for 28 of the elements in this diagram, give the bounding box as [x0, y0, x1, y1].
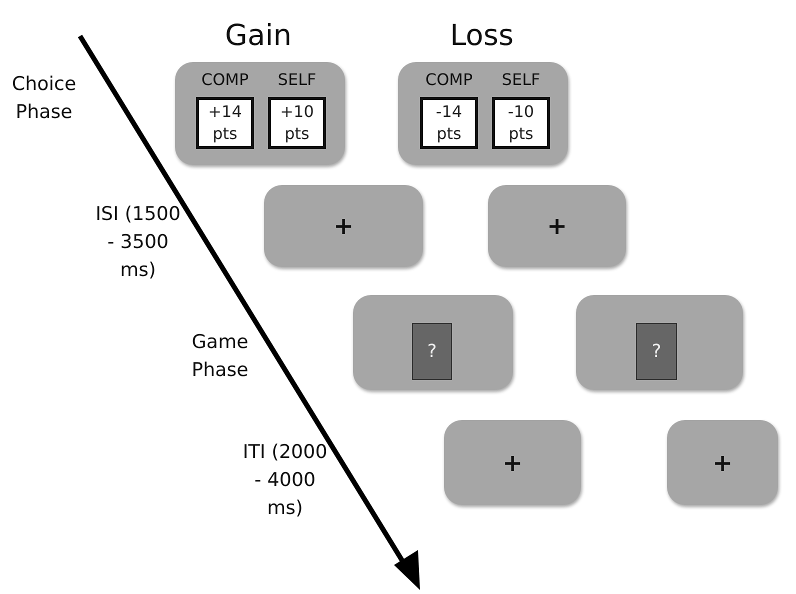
- card-back: [412, 323, 452, 380]
- points-value: -14 pts: [434, 101, 464, 145]
- fixation-cross: +: [502, 448, 523, 476]
- stimulus-screen: [576, 295, 743, 390]
- stimulus-screen: [264, 185, 423, 267]
- question-mark: ?: [652, 341, 662, 362]
- column-heading: COMP: [201, 70, 249, 89]
- fixation-cross: +: [712, 448, 733, 476]
- points-value: -10 pts: [506, 101, 536, 145]
- points-value: +14 pts: [207, 101, 243, 145]
- question-mark: ?: [427, 341, 437, 362]
- stimulus-screen: [667, 420, 778, 505]
- stimulus-screen: [488, 185, 626, 267]
- column-heading: SELF: [278, 70, 316, 89]
- interval-label: ITI (2000 - 4000 ms): [242, 440, 328, 521]
- fixation-cross: +: [333, 212, 354, 240]
- column-heading: SELF: [502, 70, 540, 89]
- condition-heading: Loss: [450, 18, 514, 52]
- points-value: +10 pts: [279, 101, 315, 145]
- phase-label: Game Phase: [190, 330, 250, 383]
- card-back: [636, 323, 677, 380]
- phase-label: Choice Phase: [10, 72, 78, 125]
- fixation-cross: +: [546, 212, 568, 240]
- stimulus-screen: [444, 420, 581, 505]
- interval-label: ISI (1500 - 3500 ms): [94, 202, 182, 283]
- condition-heading: Gain: [225, 18, 292, 52]
- column-heading: COMP: [425, 70, 473, 89]
- stimulus-screen: [353, 295, 513, 390]
